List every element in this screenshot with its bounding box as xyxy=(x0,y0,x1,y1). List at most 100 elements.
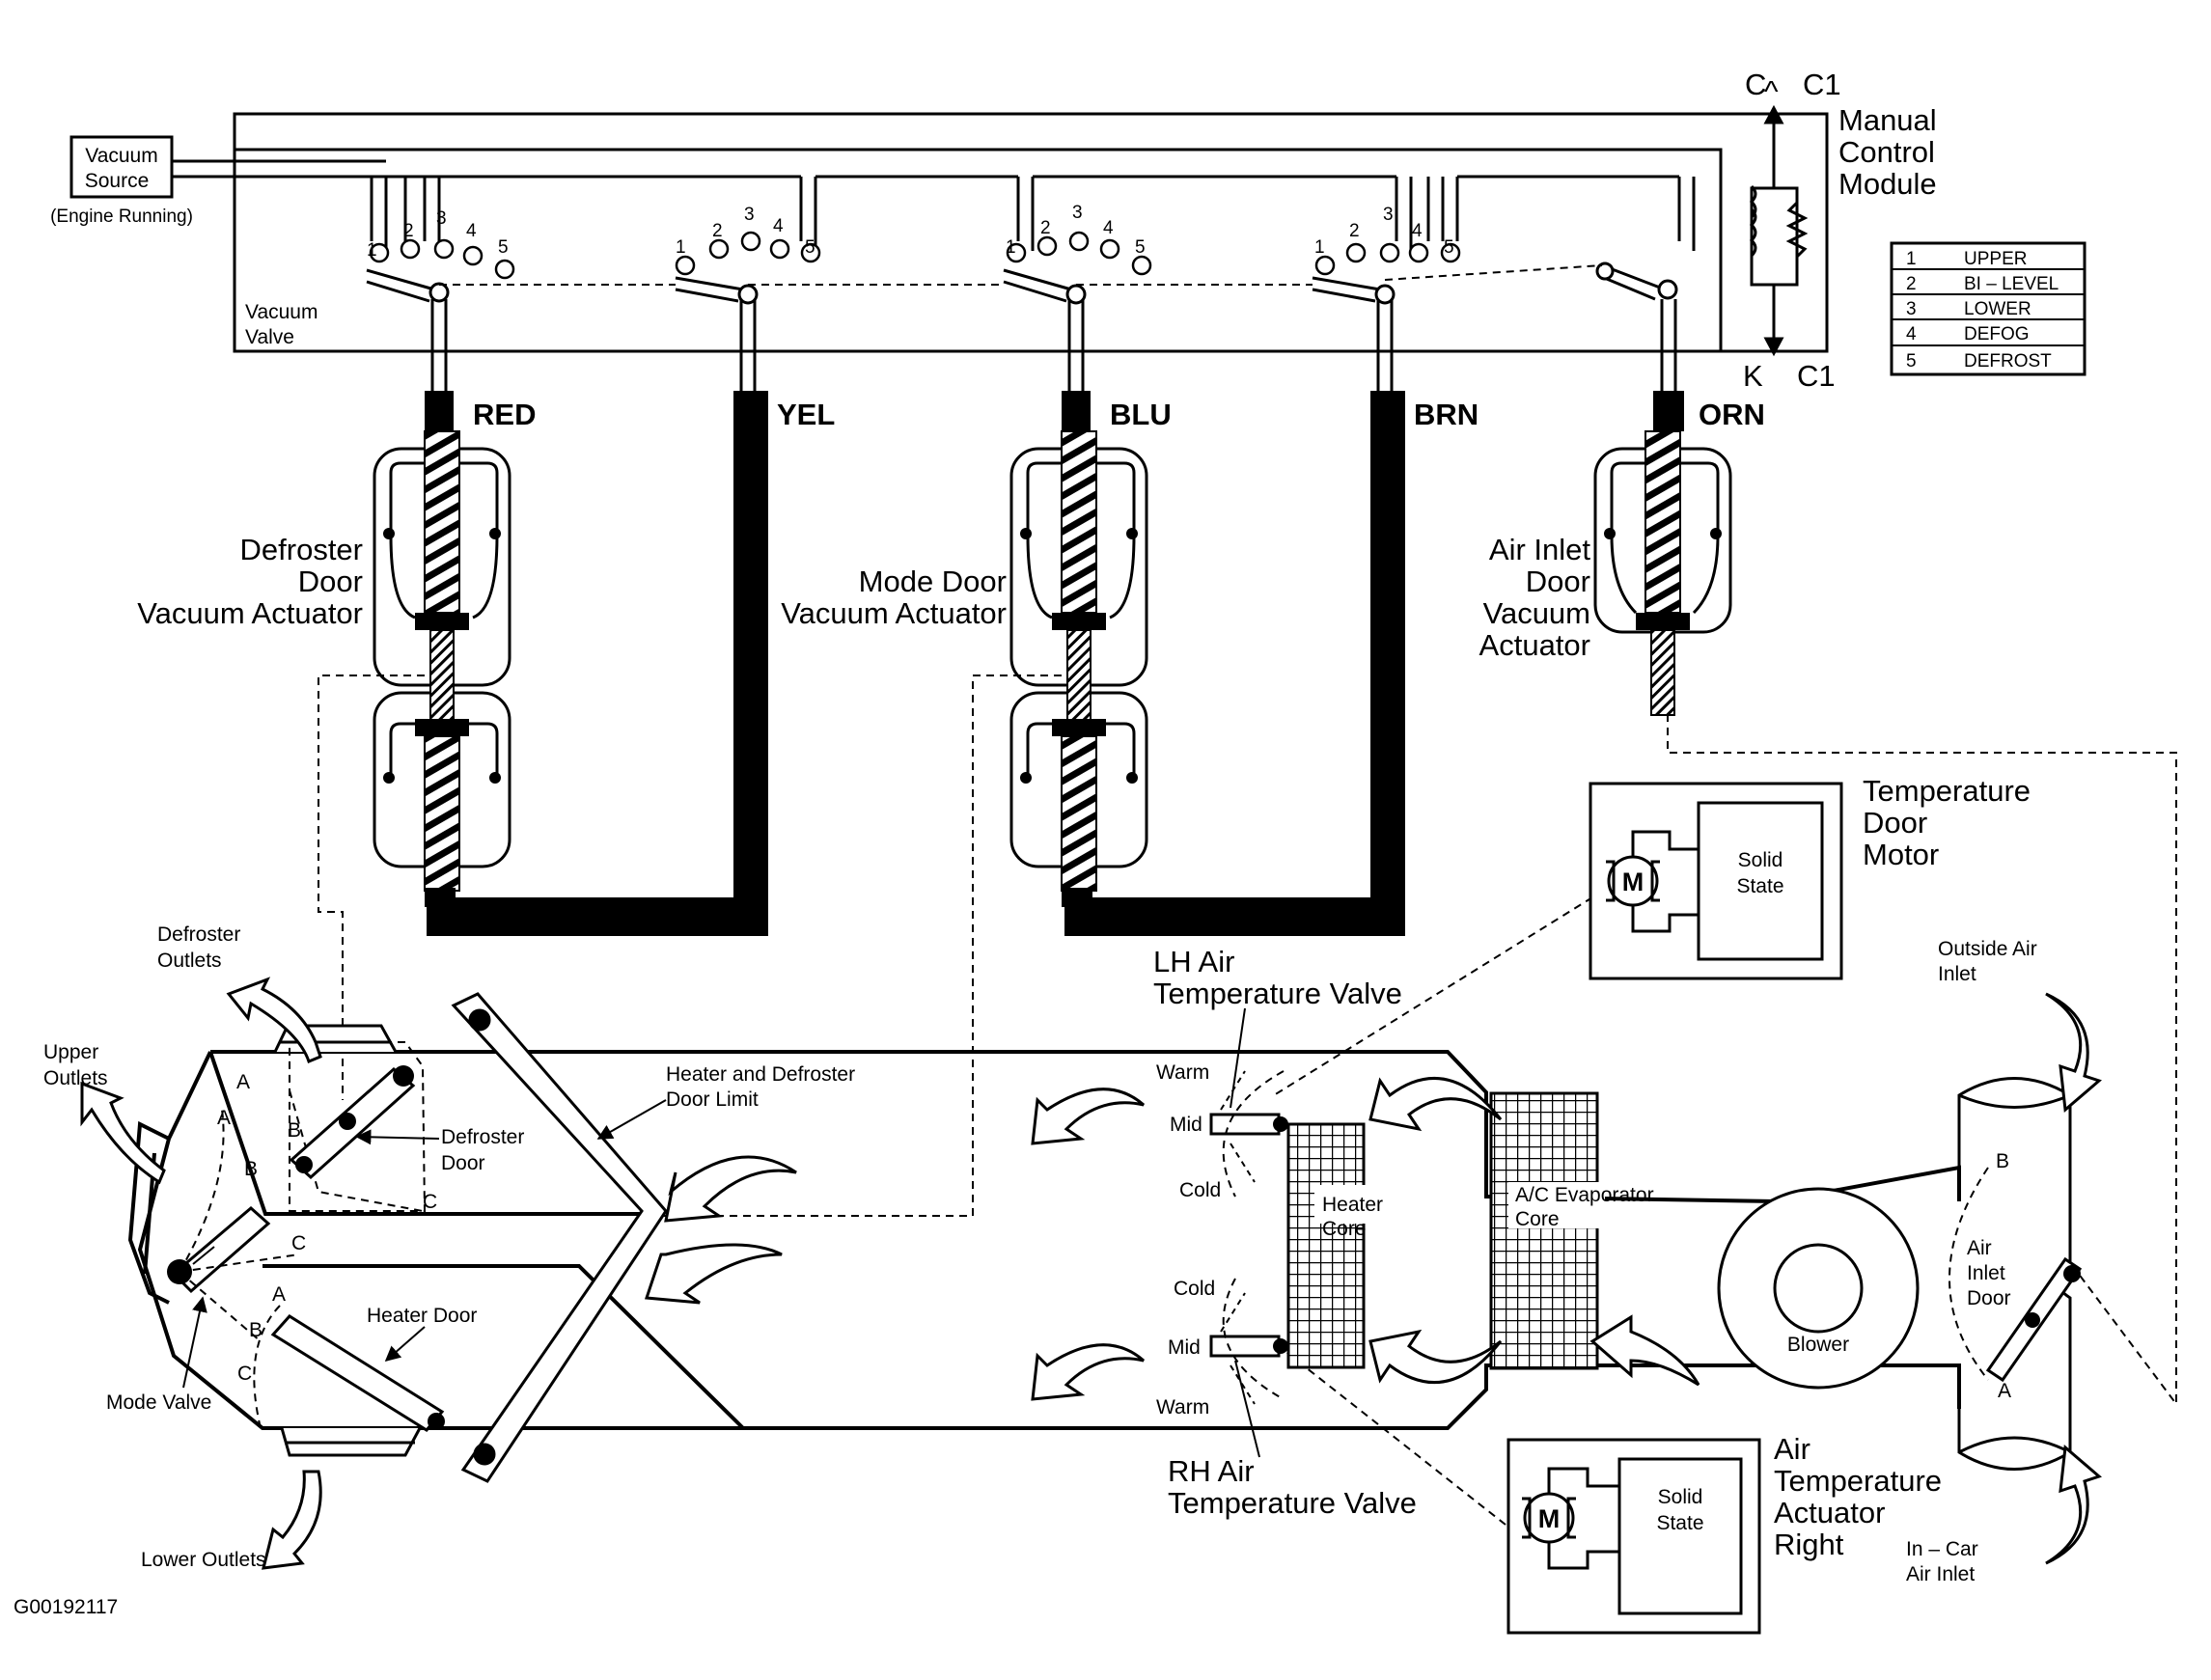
svg-text:UPPER: UPPER xyxy=(1964,249,2027,269)
svg-text:B: B xyxy=(249,1319,263,1341)
svg-text:5: 5 xyxy=(498,237,509,258)
rh-air-temperature-valve xyxy=(1209,1278,1288,1405)
vacuum-valve-label-2: Valve xyxy=(245,326,294,348)
rh-cold-label: Cold xyxy=(1174,1278,1215,1300)
air-inlet-door-label-2: Inlet xyxy=(1967,1262,2005,1284)
connector-k-label: K xyxy=(1743,359,1763,393)
svg-text:1: 1 xyxy=(367,240,377,261)
defroster-door-label-1: Defroster xyxy=(441,1126,524,1148)
svg-text:3: 3 xyxy=(436,208,447,229)
valve-levers xyxy=(366,262,1678,305)
limit-label-1: Heater and Defroster xyxy=(666,1063,855,1086)
svg-text:2: 2 xyxy=(1349,221,1360,241)
mode-actuator-label-2: Vacuum Actuator xyxy=(781,596,1007,630)
valve-positions-group-2 xyxy=(675,231,821,276)
svg-text:C: C xyxy=(237,1363,252,1385)
temperature-door-motor: M Solid State xyxy=(1589,782,1843,980)
defroster-door-label-2: Door xyxy=(441,1152,485,1174)
air-inlet-actuator-label-2: Door xyxy=(1526,565,1590,598)
evaporator-label-2: Core xyxy=(1515,1208,1560,1230)
vacuum-source: Vacuum Source (Engine Running) xyxy=(50,135,386,227)
upper-outlets-label-1: Upper xyxy=(43,1041,98,1063)
svg-text:1: 1 xyxy=(676,237,686,258)
connector-caret: ^ xyxy=(1764,74,1779,108)
vacuum-supply-line xyxy=(172,159,386,179)
mode-actuator-label-1: Mode Door xyxy=(859,565,1007,598)
rh-motor-solid-2: State xyxy=(1656,1512,1703,1534)
vacuum-source-note: (Engine Running) xyxy=(50,207,193,227)
hose-red xyxy=(425,299,454,431)
heater-defroster-door-limit xyxy=(451,992,668,1483)
svg-text:4: 4 xyxy=(466,221,477,241)
defroster-outlets-label-2: Outlets xyxy=(157,950,222,972)
actuator-linkages xyxy=(318,675,2177,1526)
svg-text:LOWER: LOWER xyxy=(1964,299,2031,319)
lh-valve-label-1: LH Air xyxy=(1153,945,1234,978)
valve-positions-group-1 xyxy=(369,238,515,280)
hose-orn xyxy=(1653,299,1684,431)
rh-motor-m: M xyxy=(1538,1504,1561,1533)
svg-text:4: 4 xyxy=(1103,218,1114,238)
air-inlet-door-actuator xyxy=(1593,430,1732,716)
door-position-letters: A B C A B C A B C B A xyxy=(217,1071,2011,1402)
defroster-outlets-label-1: Defroster xyxy=(157,923,240,946)
svg-text:5: 5 xyxy=(1135,237,1146,258)
svg-text:4: 4 xyxy=(1906,324,1917,344)
svg-text:B: B xyxy=(244,1158,258,1180)
lh-valve-leader xyxy=(1230,1007,1246,1109)
svg-text:2: 2 xyxy=(403,221,414,241)
heater-core-label-2: Core xyxy=(1322,1218,1367,1240)
blower-label: Blower xyxy=(1787,1334,1849,1356)
air-temperature-actuator-right: M Solid State xyxy=(1506,1438,1761,1635)
air-inlet-actuator-label-1: Air Inlet xyxy=(1489,533,1590,566)
evaporator-label-1: A/C Evaporator xyxy=(1515,1184,1654,1206)
connector-c1-bottom-label: C1 xyxy=(1797,359,1836,393)
hose-blu-label: BLU xyxy=(1110,398,1172,431)
control-module-resistor xyxy=(1749,104,1809,357)
svg-text:1: 1 xyxy=(1906,249,1917,269)
svg-text:A: A xyxy=(1998,1380,2011,1402)
outside-air-label-1: Outside Air xyxy=(1938,938,2037,960)
air-inlet-door xyxy=(1948,1167,2083,1383)
svg-text:1: 1 xyxy=(1006,237,1016,258)
in-car-air-label-2: Air Inlet xyxy=(1906,1563,1975,1585)
svg-text:4: 4 xyxy=(1412,221,1423,241)
svg-text:2: 2 xyxy=(1040,218,1051,238)
temp-motor-solid-1: Solid xyxy=(1738,849,1783,871)
rh-actuator-label-4: Right xyxy=(1774,1528,1844,1561)
mode-door-actuator xyxy=(1009,430,1148,907)
defroster-actuator-label-3: Vacuum Actuator xyxy=(137,596,363,630)
ac-evaporator-core xyxy=(1489,1091,1605,1370)
upper-outlets-label-2: Outlets xyxy=(43,1067,108,1089)
svg-text:DEFOG: DEFOG xyxy=(1964,324,2030,344)
svg-text:DEFROST: DEFROST xyxy=(1964,351,2052,372)
svg-text:BI – LEVEL: BI – LEVEL xyxy=(1964,274,2059,294)
defroster-actuator-label-1: Defroster xyxy=(240,533,363,566)
defroster-door-leader xyxy=(355,1129,440,1145)
svg-text:B: B xyxy=(1996,1150,2009,1172)
valve-positions-group-3 xyxy=(1006,231,1152,276)
mode-valve-label: Mode Valve xyxy=(106,1391,211,1414)
svg-text:A: A xyxy=(217,1107,231,1129)
vacuum-manifold xyxy=(370,175,1696,251)
vacuum-source-label-2: Source xyxy=(85,170,150,192)
hose-yel xyxy=(427,299,768,936)
hose-yel-label: YEL xyxy=(777,398,835,431)
hose-brn-label: BRN xyxy=(1414,398,1479,431)
heater-core xyxy=(1286,1122,1368,1369)
mode-legend-table: 1 UPPER 2 BI – LEVEL 3 LOWER 4 DEFOG 5 D… xyxy=(1890,241,2087,376)
rh-actuator-label-3: Actuator xyxy=(1774,1496,1885,1529)
lh-valve-label-2: Temperature Valve xyxy=(1153,977,1402,1010)
connector-c1-top-label: C1 xyxy=(1803,68,1841,101)
svg-text:3: 3 xyxy=(1072,203,1083,223)
vacuum-source-label-1: Vacuum xyxy=(85,145,157,167)
lower-outlet-box xyxy=(280,1427,422,1457)
valve-link-dashed xyxy=(439,264,1603,286)
manual-control-module-label-2: Control xyxy=(1838,135,1935,169)
svg-text:5: 5 xyxy=(1906,351,1917,372)
rh-warm-label: Warm xyxy=(1156,1396,1209,1418)
temp-motor-label-2: Door xyxy=(1863,806,1927,840)
mode-valve xyxy=(167,1109,300,1342)
hose-red-label: RED xyxy=(473,398,536,431)
